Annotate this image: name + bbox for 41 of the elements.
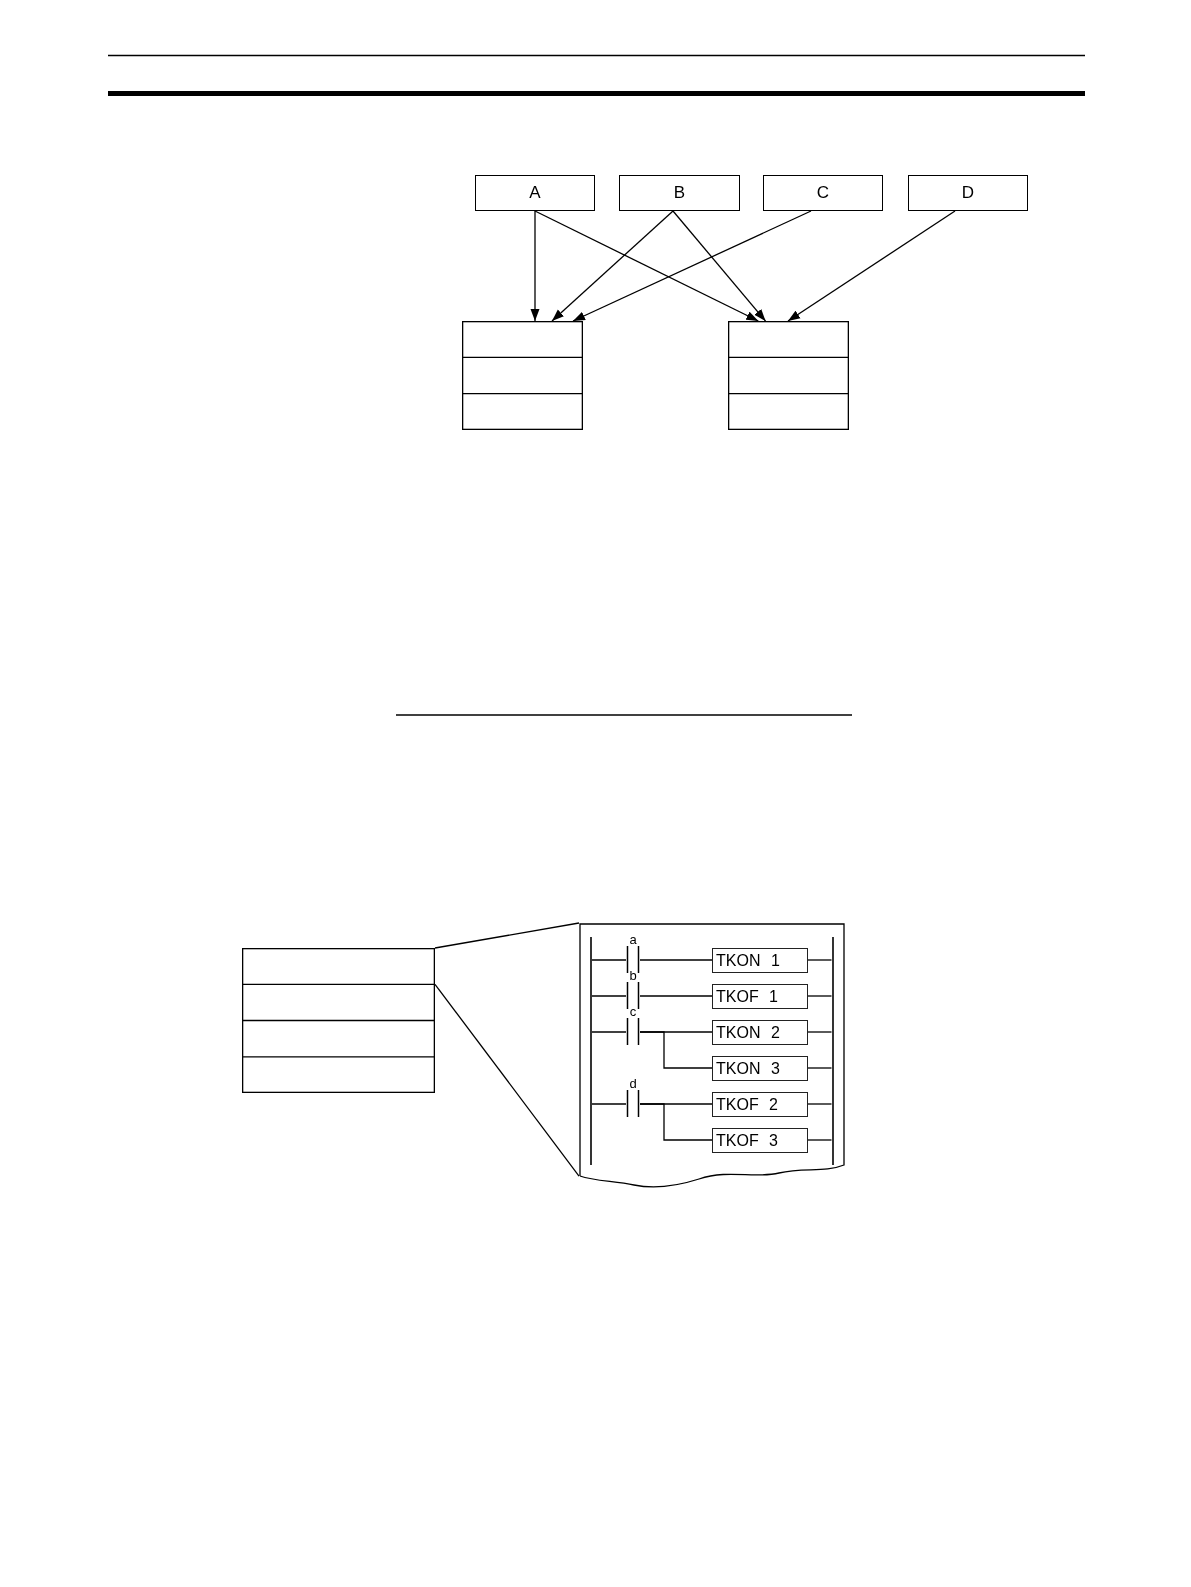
rung-line (807, 1067, 833, 1069)
arrow (530, 210, 540, 322)
arrow (787, 210, 956, 322)
instruction-box: TKOF 2 (712, 1091, 808, 1117)
rung-line (591, 995, 627, 997)
power-rail (831, 937, 834, 1165)
task-box: A (475, 175, 595, 211)
arrow (672, 210, 767, 322)
contact-label: b (629, 969, 637, 982)
stacked-box (242, 948, 435, 1093)
rung-line (639, 1103, 713, 1141)
rung-line (591, 1103, 627, 1105)
task-box: D (908, 175, 1028, 211)
rung-line (807, 1031, 833, 1033)
rung-line (591, 959, 627, 961)
rung-line (807, 1139, 833, 1141)
zoom-panel (579, 923, 845, 1190)
instruction-box: TKOF 1 (712, 983, 808, 1009)
instruction-box: TKON 1 (712, 947, 808, 973)
contact-label: d (629, 1077, 637, 1090)
stacked-box (462, 321, 583, 430)
rung-line (807, 995, 833, 997)
rung-line (639, 995, 713, 997)
instruction-box: TKON 2 (712, 1019, 808, 1045)
rung-line (639, 959, 713, 961)
rung-line (591, 1031, 627, 1033)
rung-line (807, 1103, 833, 1105)
arrow (551, 210, 674, 322)
rung-line (807, 959, 833, 961)
task-box: B (619, 175, 740, 211)
zoom-line (434, 983, 580, 1177)
rung-line (639, 1031, 713, 1069)
arrow (572, 210, 812, 322)
zoom-line (434, 922, 580, 949)
task-box: C (763, 175, 883, 211)
instruction-box: TKOF 3 (712, 1127, 808, 1153)
contact-label: a (629, 933, 637, 946)
instruction-box: TKON 3 (712, 1055, 808, 1081)
stacked-box (728, 321, 849, 430)
contact-label: c (629, 1005, 637, 1018)
arrow (534, 210, 759, 322)
